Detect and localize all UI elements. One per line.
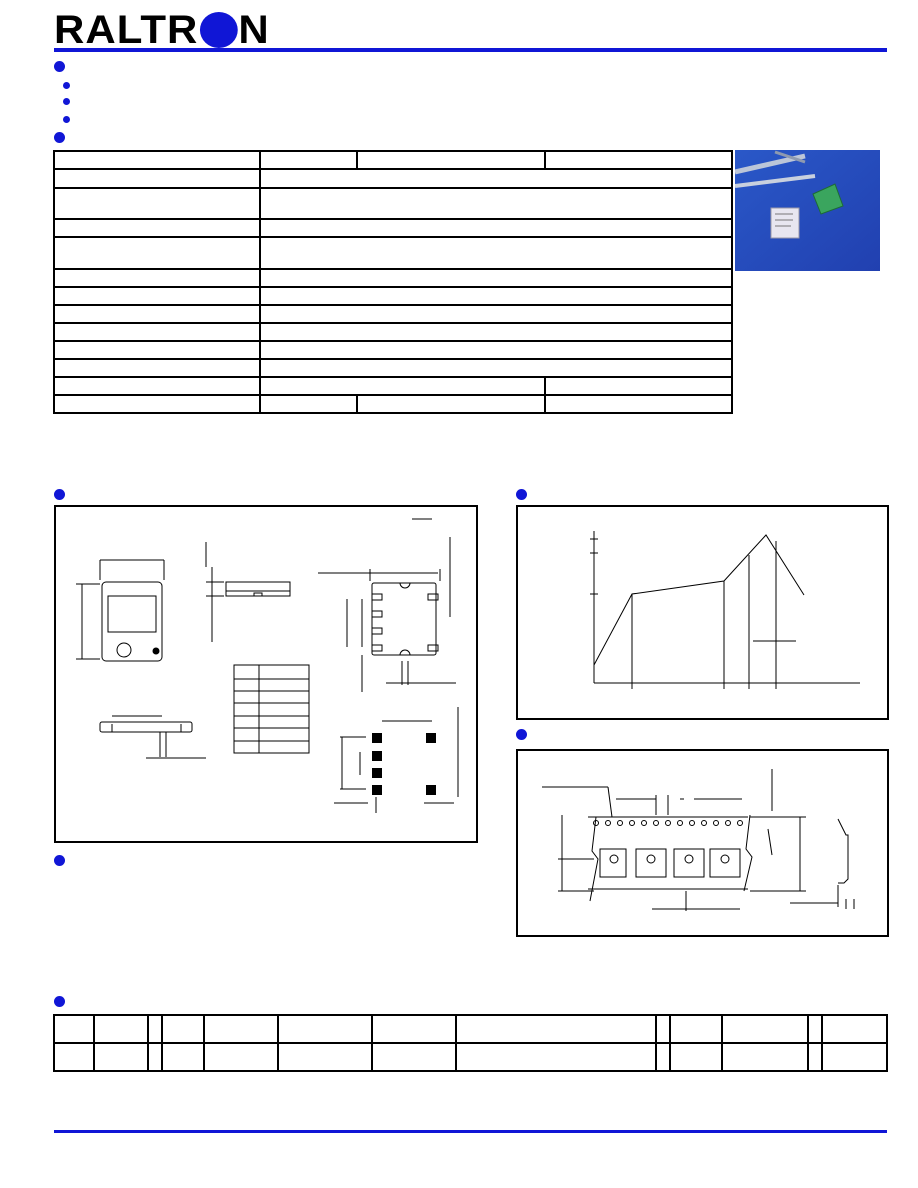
- ordering-table: [53, 1014, 888, 1072]
- footer-rule: [54, 1130, 887, 1133]
- logo-text-left: RALTR: [54, 8, 199, 52]
- specification-table: [53, 150, 733, 414]
- reflow-profile-chart: [516, 505, 889, 720]
- section-bullet-icon: [54, 996, 65, 1007]
- section-bullet-icon: [54, 61, 65, 72]
- logo-o-mark: [199, 12, 238, 48]
- section-bullet-icon: [54, 132, 65, 143]
- tape-reel-drawing: [516, 749, 889, 937]
- section-bullet-icon: [516, 729, 527, 740]
- product-photo: [735, 150, 880, 271]
- dimensions-drawing: [54, 505, 478, 843]
- section-bullet-icon: [54, 489, 65, 500]
- section-bullet-icon: [54, 855, 65, 866]
- section-bullet-icon: [516, 489, 527, 500]
- sub-bullet-icon: [63, 82, 70, 89]
- raltron-logo: RALTR N: [54, 10, 270, 50]
- sub-bullet-icon: [63, 116, 70, 123]
- sub-bullet-icon: [63, 98, 70, 105]
- logo-text-right: N: [238, 8, 270, 52]
- header-rule: [54, 48, 887, 52]
